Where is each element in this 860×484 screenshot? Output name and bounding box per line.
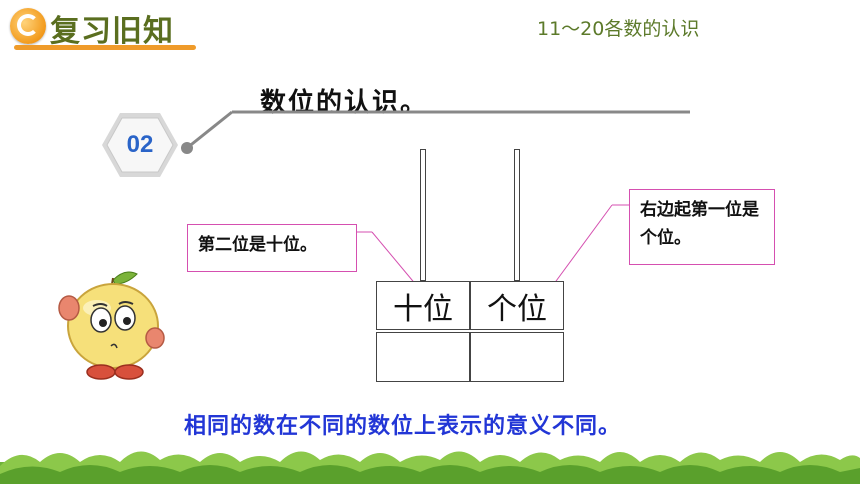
callout-tens: 第二位是十位。: [187, 224, 357, 272]
ones-place-cell: [470, 332, 564, 382]
tens-place-label: 十位: [376, 281, 470, 330]
conclusion-text: 相同的数在不同的数位上表示的意义不同。: [184, 414, 622, 439]
callout-ones: 右边起第一位是个位。: [629, 189, 775, 265]
topic-title: 数位的认识。: [260, 88, 429, 118]
tens-place-cell: [376, 332, 470, 382]
topic-badge: 02: [100, 110, 180, 180]
lesson-subject: 11～20各数的认识: [537, 18, 700, 40]
header-underline: [14, 45, 196, 50]
grass-decoration: [0, 451, 860, 484]
badge-number: 02: [126, 131, 154, 158]
logo-icon: [10, 8, 46, 44]
ones-place-label: 个位: [470, 281, 564, 330]
apple-character-icon: [58, 271, 165, 380]
section-title: 复习旧知: [50, 14, 174, 49]
ones-rod: [514, 149, 520, 281]
tens-rod: [420, 149, 426, 281]
hexagon-badge-icon: [102, 113, 178, 177]
